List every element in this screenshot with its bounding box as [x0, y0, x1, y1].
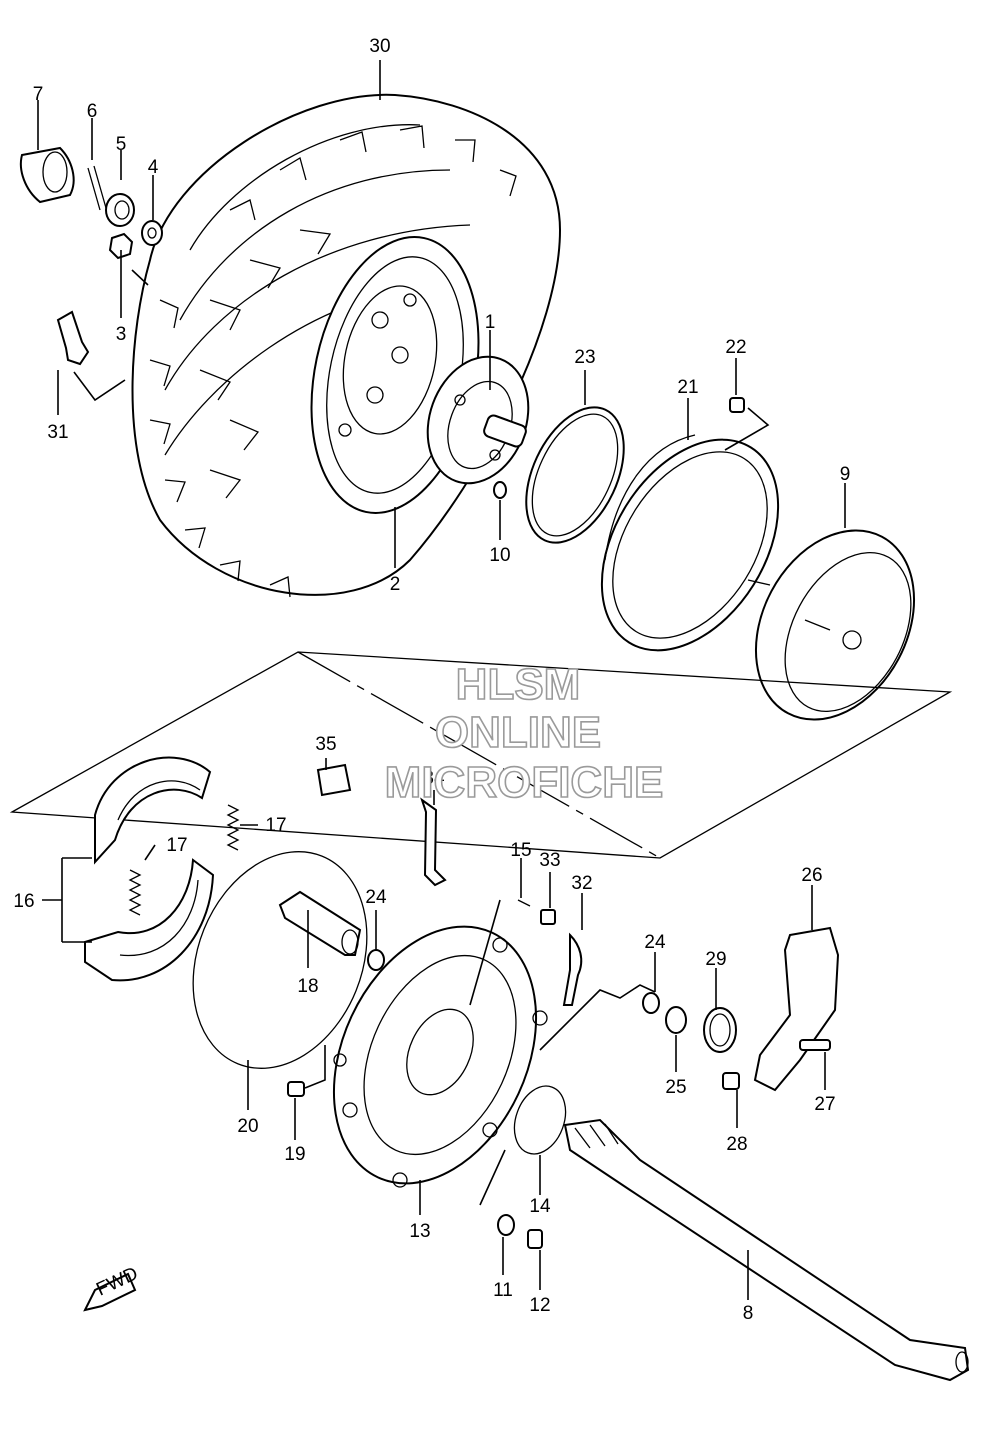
- drum-cover: [600, 434, 780, 652]
- callout-35: 35: [315, 734, 336, 755]
- leader-lines: [37, 60, 846, 1300]
- bolt-27: [799, 1039, 831, 1051]
- callout-15: 15: [510, 840, 531, 861]
- brake-shoe-upper: [94, 756, 212, 865]
- callout-34: 34: [423, 768, 445, 789]
- nut-28: [722, 1072, 740, 1090]
- callout-27: 27: [814, 1094, 835, 1115]
- assembly-outline: [9, 651, 953, 859]
- o-ring-14: [513, 1085, 567, 1155]
- washer-24b: [642, 992, 660, 1014]
- callout-17a: 17: [265, 815, 286, 836]
- pin-15: [517, 899, 531, 907]
- callout-11: 11: [493, 1280, 513, 1301]
- wheel-nut: [108, 232, 134, 260]
- washer-24a: [367, 949, 385, 971]
- rear-axle: [563, 1118, 970, 1382]
- callout-24a: 24: [365, 887, 387, 908]
- brake-shoe-lower: [84, 858, 215, 982]
- callout-22: 22: [725, 337, 746, 358]
- callout-32: 32: [571, 873, 592, 894]
- callout-24b: 24: [644, 932, 666, 953]
- spring-upper: [226, 804, 240, 851]
- nut-33: [540, 909, 556, 925]
- callout-30: 30: [369, 36, 390, 57]
- brake-drum: [747, 529, 916, 721]
- callout-16: 16: [13, 891, 34, 912]
- brake-lever-34: [420, 797, 447, 887]
- valve-stem: [56, 310, 90, 366]
- watermark-line1: HLSM: [456, 660, 581, 709]
- callout-20: 20: [237, 1116, 258, 1137]
- callout-14: 14: [529, 1196, 551, 1217]
- callout-6: 6: [87, 101, 98, 122]
- callout-25: 25: [665, 1077, 686, 1098]
- callout-28: 28: [726, 1134, 747, 1155]
- bolt-19: [287, 1081, 305, 1097]
- callout-13: 13: [409, 1221, 430, 1242]
- bolt-22: [729, 397, 745, 413]
- castle-nut: [105, 193, 135, 227]
- callout-1: 1: [485, 312, 496, 333]
- callout-19: 19: [284, 1144, 305, 1165]
- callout-12: 12: [529, 1295, 550, 1316]
- callout-29: 29: [705, 949, 726, 970]
- callout-4: 4: [148, 157, 159, 178]
- callout-10: 10: [489, 545, 510, 566]
- cam-lever-26: [753, 926, 840, 1092]
- watermark: HLSM ONLINE MICROFICHE: [384, 659, 664, 808]
- callout-3: 3: [116, 324, 127, 345]
- callout-2: 2: [390, 574, 401, 595]
- wheel-hub: [426, 355, 530, 485]
- callout-23: 23: [574, 347, 595, 368]
- callout-26: 26: [801, 865, 822, 886]
- o-ring-10: [493, 481, 507, 499]
- spring-lower: [128, 869, 142, 916]
- brake-camshaft: [278, 890, 362, 956]
- spring-29: [703, 1007, 737, 1053]
- callout-8: 8: [743, 1303, 754, 1324]
- callout-33: 33: [539, 850, 560, 871]
- callout-7: 7: [33, 84, 44, 105]
- brake-panel: [332, 925, 548, 1188]
- washer: [141, 220, 163, 246]
- callout-31: 31: [47, 422, 68, 443]
- forward-arrow-icon: FWD: [83, 1263, 141, 1312]
- bolt-12: [527, 1229, 543, 1249]
- callout-9: 9: [840, 464, 851, 485]
- callout-5: 5: [116, 134, 127, 155]
- callout-21: 21: [677, 377, 698, 398]
- washer-25: [665, 1006, 687, 1034]
- tire: [131, 93, 562, 598]
- watermark-line3: MICROFICHE: [385, 758, 664, 807]
- watermark-line2: ONLINE: [435, 708, 601, 757]
- washer-11: [497, 1214, 515, 1236]
- callout-18: 18: [297, 976, 318, 997]
- seal-ring: [525, 406, 625, 544]
- callout-labels: 30 7 6 5 4 3 31 1 23 22 21 9 10 2 35 34 …: [13, 36, 850, 1324]
- hose-32: [562, 932, 583, 1006]
- hub-cap: [20, 146, 75, 204]
- o-ring-20: [192, 851, 368, 1069]
- clip-35: [316, 763, 352, 797]
- callout-17b: 17: [166, 835, 187, 856]
- cotter-pin: [87, 165, 107, 211]
